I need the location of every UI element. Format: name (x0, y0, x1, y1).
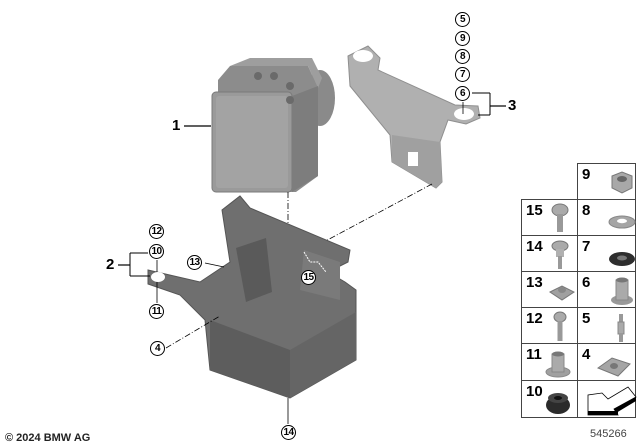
part-label-1: 1 (172, 117, 181, 134)
callout-4[interactable]: 4 (150, 341, 165, 356)
lower-bracket-drawing (147, 195, 357, 399)
callout-12[interactable]: 12 (149, 224, 164, 239)
grid-cell-8[interactable]: 8 (577, 199, 636, 236)
part-label-2: 2 (106, 256, 115, 273)
callout-14[interactable]: 14 (281, 425, 296, 440)
callout-10[interactable]: 10 (149, 244, 164, 259)
grid-cell-10[interactable]: 10 (521, 380, 578, 418)
part-label-3: 3 (508, 97, 517, 114)
grid-cell-9[interactable]: 9 (577, 163, 636, 200)
grid-cell-4[interactable]: 4 (577, 343, 636, 381)
collar-screw-icon (551, 240, 569, 269)
rubber-washer-icon (609, 252, 635, 266)
callout-7[interactable]: 7 (455, 67, 470, 82)
bushing-icon (545, 351, 571, 378)
grid-cell-14[interactable]: 14 (521, 235, 578, 272)
copyright-text: © 2024 BMW AG (5, 432, 91, 444)
callout-5[interactable]: 5 (455, 12, 470, 27)
screw-icon (553, 311, 567, 341)
spacer-sleeve-icon (611, 277, 633, 305)
callout-9[interactable]: 9 (455, 31, 470, 46)
grid-cell-15[interactable]: 15 (521, 199, 578, 236)
grid-cell-13[interactable]: 13 (521, 271, 578, 308)
arrow-symbol-icon (587, 386, 637, 416)
upper-bracket-drawing (347, 45, 481, 189)
abs-unit-drawing (211, 58, 335, 193)
grid-cell-7[interactable]: 7 (577, 235, 636, 272)
grid-cell-12[interactable]: 12 (521, 307, 578, 344)
callout-8[interactable]: 8 (455, 49, 470, 64)
rubber-grommet-icon (546, 393, 570, 414)
callout-11[interactable]: 11 (149, 304, 164, 319)
clip-nut-icon (549, 285, 575, 301)
clip-nut-icon (596, 357, 631, 377)
stud-icon (617, 314, 625, 342)
washer-icon (608, 215, 636, 229)
grid-cell-5[interactable]: 5 (577, 307, 636, 344)
torx-screw-icon (551, 203, 569, 232)
callout-13[interactable]: 13 (187, 255, 202, 270)
callout-15[interactable]: 15 (301, 270, 316, 285)
grid-cell-11[interactable]: 11 (521, 343, 578, 381)
callout-6[interactable]: 6 (455, 86, 470, 101)
grid-cell-arrow[interactable] (577, 380, 637, 418)
hex-nut-icon (611, 171, 633, 194)
image-number: 545266 (590, 428, 627, 440)
grid-cell-6[interactable]: 6 (577, 271, 636, 308)
